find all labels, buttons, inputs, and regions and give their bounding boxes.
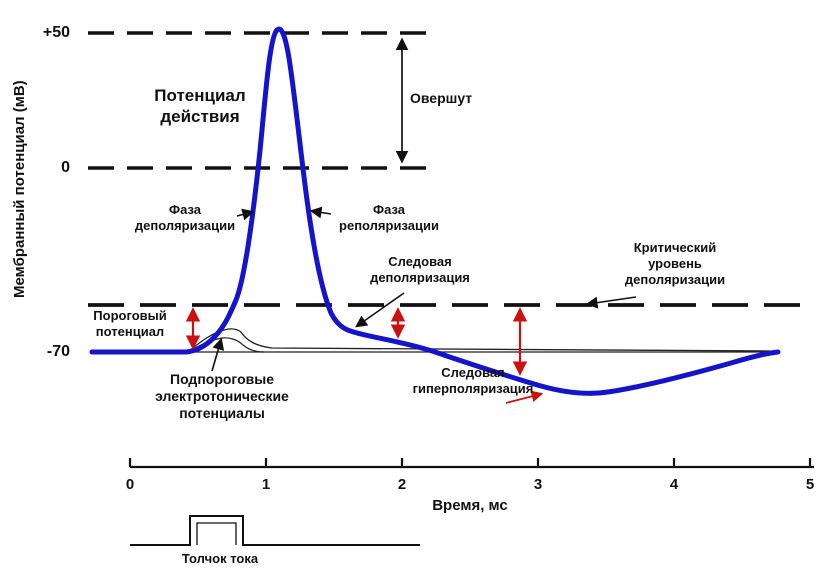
y-tick-minus70: -70 bbox=[46, 343, 70, 360]
subthreshold-potentials-label: Подпороговые электротонические потенциал… bbox=[155, 371, 289, 422]
after-depolarization-label: Следовая деполяризация bbox=[370, 254, 470, 285]
y-axis-label: Мембранный потенциал (мВ) bbox=[10, 80, 28, 298]
subthreshold-trace-large bbox=[187, 328, 771, 353]
threshold-potential-label: Пороговый потенциал bbox=[93, 308, 167, 339]
y-tick-zero: 0 bbox=[61, 159, 70, 176]
critical-level-label: Критический уровень деполяризации bbox=[624, 240, 726, 287]
critical-level-pointer-arrow bbox=[585, 296, 637, 309]
x-tick-1: 1 bbox=[261, 476, 271, 493]
x-tick-0: 0 bbox=[125, 476, 135, 493]
current-pulse-inner-trace bbox=[196, 522, 237, 545]
x-tick-4: 4 bbox=[669, 476, 679, 493]
x-axis-label: Время, мс bbox=[432, 497, 508, 514]
depolarization-phase-pointer-arrow bbox=[236, 208, 255, 221]
current-pulse-trace bbox=[130, 515, 420, 546]
y-tick-plus50: +50 bbox=[42, 24, 70, 41]
after-hyperpolarization-pointer-arrow bbox=[505, 390, 544, 404]
action-potential-curve bbox=[89, 26, 781, 396]
current-pulse-label: Толчок тока bbox=[181, 551, 259, 566]
action-potential-label: Потенциал действия bbox=[154, 86, 246, 126]
after-depolarization-pointer-arrow bbox=[355, 292, 405, 328]
x-tick-3: 3 bbox=[533, 476, 543, 493]
overshoot-label: Овершут bbox=[410, 90, 473, 106]
x-tick-2: 2 bbox=[397, 476, 407, 493]
x-tick-5: 5 bbox=[805, 476, 815, 493]
after-hyperpolarization-label: Следовая гиперполяризация bbox=[412, 365, 534, 396]
repolarization-phase-pointer-arrow bbox=[309, 206, 332, 219]
depolarization-phase-label: Фаза деполяризации bbox=[134, 202, 236, 233]
repolarization-phase-label: Фаза реполяризации bbox=[339, 202, 439, 233]
subthreshold-pointer-arrow bbox=[211, 337, 225, 372]
time-axis-ticks bbox=[128, 458, 812, 467]
